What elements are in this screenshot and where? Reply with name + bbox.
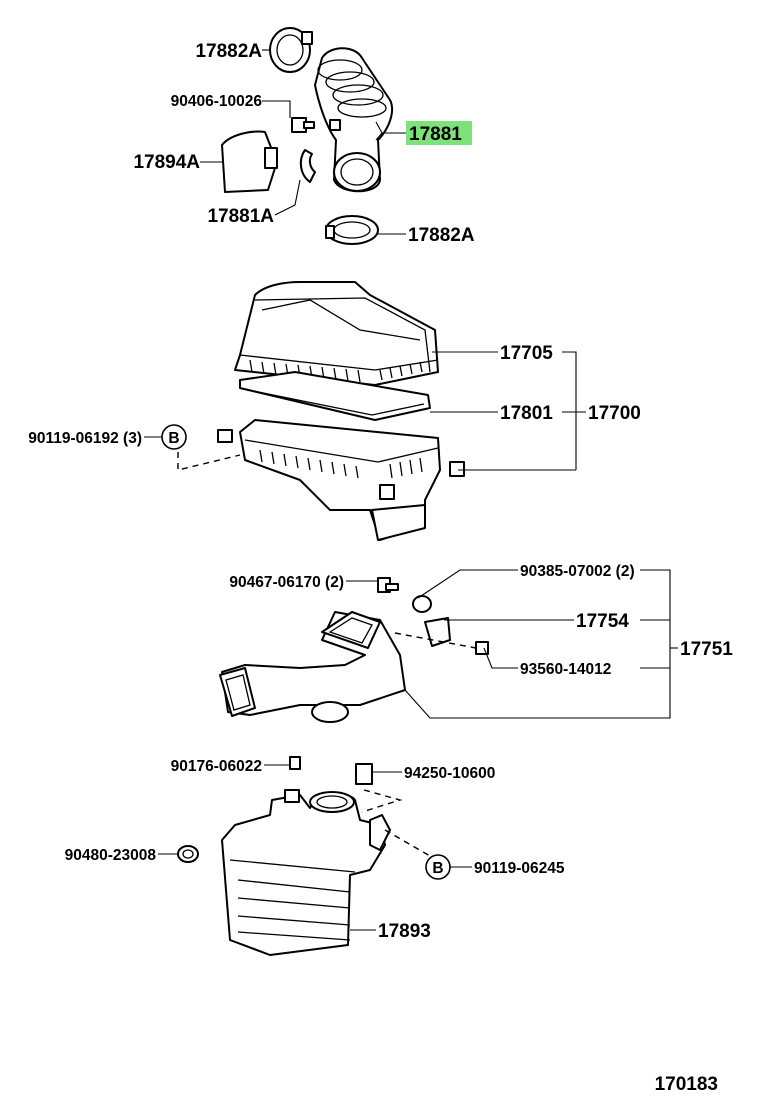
resonator-clip-drawing bbox=[355, 763, 373, 785]
resonator-cap-drawing bbox=[221, 130, 278, 193]
callout-b-lower: B bbox=[425, 854, 451, 880]
label-clip[interactable]: 17881A bbox=[207, 206, 274, 227]
label-resonator-cap[interactable]: 17894A bbox=[133, 152, 200, 173]
label-resonator-clip[interactable]: 94250-10600 bbox=[404, 765, 495, 782]
inlet-duct-drawing bbox=[219, 611, 406, 723]
callout-b-label: B bbox=[168, 430, 179, 447]
clamp-bottom-drawing bbox=[325, 215, 379, 245]
clip-drawing bbox=[299, 149, 316, 183]
label-clamp-bottom[interactable]: 17882A bbox=[408, 225, 475, 246]
callout-b-upper: B bbox=[161, 424, 187, 450]
inlet-bracket-drawing bbox=[424, 617, 451, 647]
label-inlet-bolt[interactable]: 90467-06170 (2) bbox=[229, 574, 344, 591]
label-cap-sub[interactable]: 17705 bbox=[500, 343, 553, 364]
label-cleaner-assy[interactable]: 17700 bbox=[588, 403, 641, 424]
bolt-small-drawing bbox=[291, 117, 315, 133]
resonator-grommet-drawing bbox=[177, 845, 199, 863]
dashed-lines bbox=[177, 452, 477, 857]
label-inlet-assy[interactable]: 17751 bbox=[680, 639, 733, 660]
callout-b-label: B bbox=[432, 860, 443, 877]
leader-lines bbox=[144, 49, 678, 931]
label-hose[interactable]: 17881 bbox=[409, 124, 462, 145]
label-resonator[interactable]: 17893 bbox=[378, 921, 431, 942]
air-cleaner-element-drawing bbox=[239, 371, 431, 421]
label-case-bolt[interactable]: 90119-06192 (3) bbox=[28, 430, 142, 447]
label-inlet-bracket[interactable]: 17754 bbox=[576, 611, 629, 632]
label-resonator-grommet[interactable]: 90480-23008 bbox=[65, 847, 157, 864]
resonator-nut-drawing bbox=[289, 756, 301, 770]
highlight-box bbox=[406, 121, 472, 145]
resonator-drawing bbox=[221, 789, 391, 956]
label-resonator-bolt[interactable]: 90119-06245 bbox=[474, 860, 565, 877]
label-inlet-grommet[interactable]: 90385-07002 (2) bbox=[520, 563, 635, 580]
label-clamp-top[interactable]: 17882A bbox=[195, 41, 262, 62]
label-bolt-small[interactable]: 90406-10026 bbox=[171, 93, 263, 110]
air-cleaner-case-drawing bbox=[217, 419, 465, 541]
inlet-bolt-drawing bbox=[377, 577, 399, 593]
figure-number: 170183 bbox=[655, 1074, 718, 1095]
inlet-grommet-drawing bbox=[412, 595, 432, 613]
air-cleaner-cap-drawing bbox=[234, 281, 439, 386]
hose-drawing bbox=[314, 47, 394, 193]
label-inlet-screw[interactable]: 93560-14012 bbox=[520, 661, 611, 678]
clamp-top-drawing bbox=[269, 27, 313, 73]
label-resonator-nut[interactable]: 90176-06022 bbox=[171, 758, 262, 775]
label-element[interactable]: 17801 bbox=[500, 403, 553, 424]
